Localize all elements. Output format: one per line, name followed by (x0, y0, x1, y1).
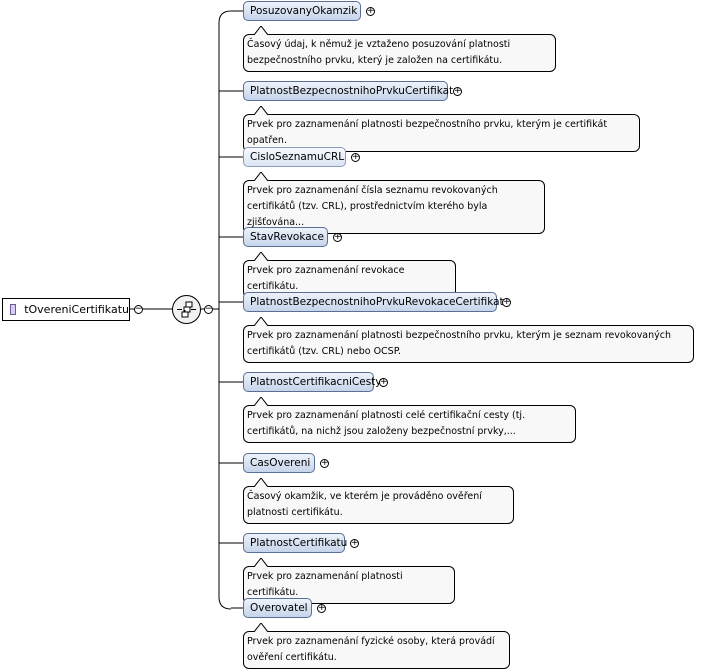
annotation-note: Časový okamžik, ve kterém je prováděno o… (243, 478, 514, 524)
expand-toggle[interactable]: + (333, 232, 342, 242)
expand-toggle[interactable]: + (502, 297, 511, 307)
note-tail (254, 317, 268, 326)
note-line: Prvek pro zaznamenání platnosti celé cer… (247, 410, 526, 421)
expand-toggle[interactable]: + (351, 152, 360, 162)
annotation-note: Prvek pro zaznamenání čísla seznamu revo… (243, 172, 545, 234)
element-box[interactable]: PlatnostCertifikatu (243, 533, 348, 553)
element-box[interactable]: PlatnostBezpecnostnihoPrvkuRevokaceCerti… (243, 292, 510, 312)
sequence-collapse-toggle[interactable]: − (204, 304, 213, 314)
annotation-note: Prvek pro zaznamenání fyzické osoby, kte… (243, 623, 510, 669)
element-label: CisloSeznamuCRL (250, 151, 345, 163)
note-line: platnosti certifikátu. (247, 507, 343, 518)
sequence-compositor-icon (172, 295, 201, 324)
expand-toggle[interactable]: + (320, 458, 329, 468)
annotation-note: Prvek pro zaznamenání revokace certifiká… (243, 252, 456, 298)
element-label: PosuzovanyOkamzik (250, 5, 358, 17)
note-line: certifikátů (tzv. CRL) nebo OCSP. (247, 346, 401, 357)
note-line: certifikátů, na nichž jsou založeny bezp… (247, 426, 516, 437)
note-line: Časový údaj, k němuž je vztaženo posuzov… (247, 39, 511, 50)
note-line: ověření certifikátu. (247, 652, 337, 663)
element-label: PlatnostBezpecnostnihoPrvkuRevokaceCerti… (250, 296, 511, 308)
element-box[interactable]: StavRevokace (243, 227, 328, 247)
expand-toggle[interactable]: + (317, 603, 326, 613)
element-label: PlatnostBezpecnostnihoPrvkuCertifikatu (250, 85, 460, 97)
note-tail (254, 478, 268, 487)
note-line: Prvek pro zaznamenání fyzické osoby, kte… (247, 636, 495, 647)
expand-toggle[interactable]: + (366, 6, 375, 16)
element-label: PlatnostCertifikatu (250, 537, 348, 549)
expand-toggle[interactable]: + (453, 86, 462, 96)
annotation-note: Prvek pro zaznamenání platnosti certifik… (243, 558, 455, 604)
note-tail (254, 172, 268, 181)
note-line: Prvek pro zaznamenání čísla seznamu revo… (247, 185, 498, 196)
note-line: Časový okamžik, ve kterém je prováděno o… (247, 491, 482, 502)
element-box[interactable]: PlatnostBezpecnostnihoPrvkuCertifikatu (243, 81, 460, 101)
annotation-note: Prvek pro zaznamenání platnosti bezpečno… (243, 106, 640, 152)
root-type-label: tOvereniCertifikatu (24, 303, 129, 316)
note-line: Prvek pro zaznamenání platnosti bezpečno… (247, 330, 672, 341)
element-label: CasOvereni (250, 457, 311, 469)
complex-type-icon (10, 304, 17, 315)
element-label: StavRevokace (250, 231, 324, 243)
note-tail (254, 106, 268, 115)
note-tail (254, 397, 268, 406)
expand-toggle[interactable]: + (350, 538, 359, 548)
note-tail (254, 26, 268, 35)
note-line: Prvek pro zaznamenání revokace certifiká… (247, 265, 405, 292)
element-box[interactable]: CasOvereni (243, 453, 315, 473)
root-collapse-toggle[interactable]: − (134, 304, 143, 314)
annotation-note: Časový údaj, k němuž je vztaženo posuzov… (243, 26, 556, 72)
note-line: Prvek pro zaznamenání platnosti bezpečno… (247, 119, 608, 146)
note-line: bezpečnostního prvku, který je založen n… (247, 55, 503, 66)
annotation-note: Prvek pro zaznamenání platnosti celé cer… (243, 397, 576, 443)
element-box[interactable]: Overovatel (243, 598, 312, 618)
root-type-box[interactable]: tOvereniCertifikatu (2, 298, 130, 321)
note-line: certifikátů (tzv. CRL), prostřednictvím … (247, 201, 488, 228)
note-tail (254, 558, 268, 567)
note-line: Prvek pro zaznamenání platnosti certifik… (247, 571, 403, 598)
element-label: PlatnostCertifikacniCesty (250, 376, 382, 388)
expand-toggle[interactable]: + (379, 377, 388, 387)
element-box[interactable]: CisloSeznamuCRL (243, 147, 346, 167)
element-label: Overovatel (250, 602, 308, 614)
annotation-note: Prvek pro zaznamenání platnosti bezpečno… (243, 317, 694, 363)
element-box[interactable]: PosuzovanyOkamzik (243, 1, 361, 21)
element-box[interactable]: PlatnostCertifikacniCesty (243, 372, 382, 392)
note-tail (254, 252, 268, 261)
note-tail (254, 623, 268, 632)
